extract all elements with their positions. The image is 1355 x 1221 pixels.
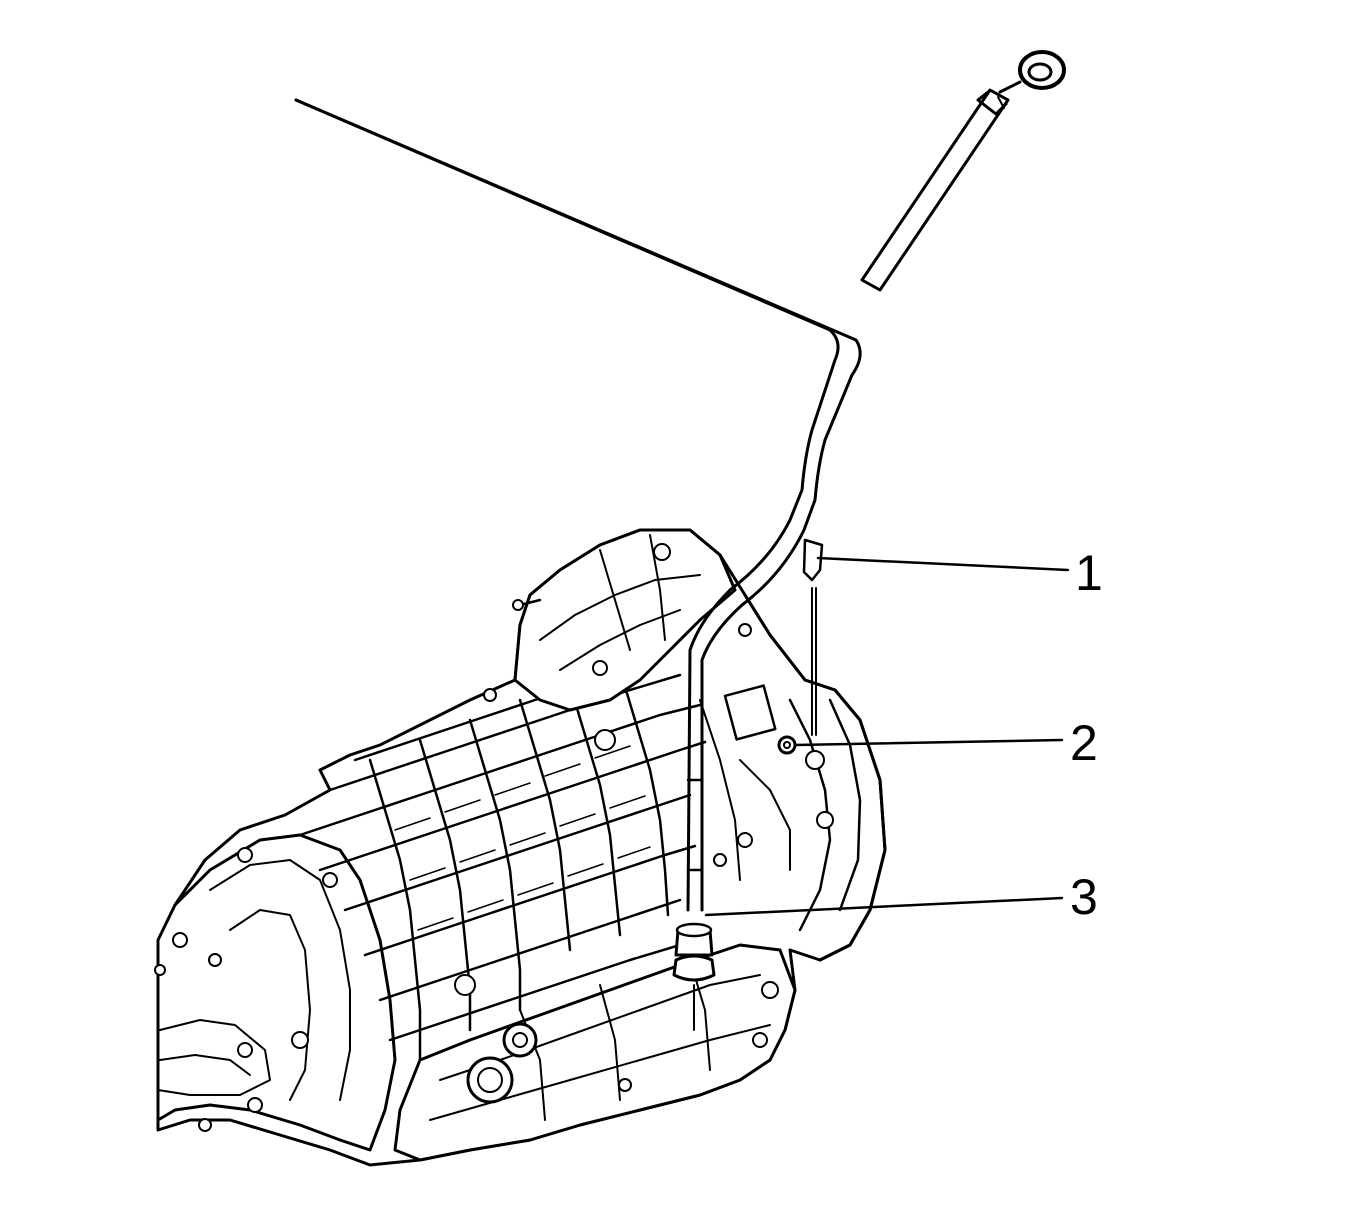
dipstick-tube bbox=[294, 50, 1066, 957]
rear-housing bbox=[743, 593, 887, 962]
callout-labels: 1 2 3 bbox=[1070, 545, 1103, 925]
dipstick-handle bbox=[998, 50, 1066, 94]
valve-cover bbox=[513, 528, 737, 712]
leader-3 bbox=[704, 896, 1064, 917]
case-cell-details bbox=[394, 745, 651, 931]
callout-leaders bbox=[704, 556, 1070, 917]
bell-housing-bolts bbox=[154, 847, 338, 1132]
callout-1: 1 bbox=[1075, 545, 1103, 601]
tube-seal bbox=[672, 954, 716, 1031]
bracket-bolt bbox=[777, 735, 797, 755]
dipstick-bracket bbox=[802, 538, 824, 736]
callout-2: 2 bbox=[1070, 715, 1098, 771]
callout-3: 3 bbox=[1070, 869, 1098, 925]
bell-housing bbox=[156, 833, 397, 1152]
transmission-assembly bbox=[154, 528, 887, 1167]
leader-1 bbox=[816, 556, 1070, 572]
pan-fittings bbox=[454, 974, 779, 1104]
leader-2 bbox=[793, 738, 1064, 747]
